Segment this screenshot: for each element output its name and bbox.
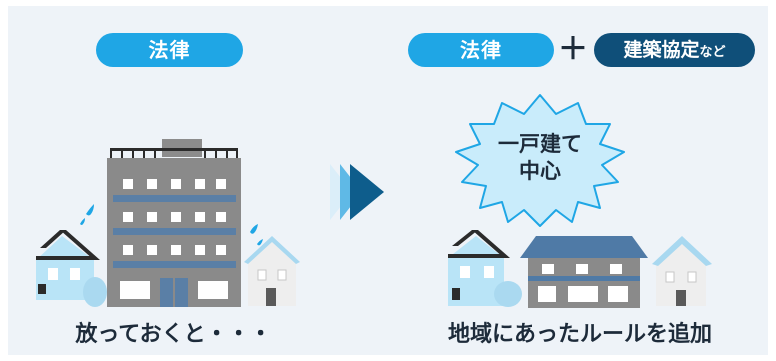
plus-sign: ＋ [558,32,588,67]
building-agreement-label: 建築協定など [594,33,755,67]
left-caption: 放っておくと・・・ [75,322,272,347]
building-agreement-main: 建築協定 [623,39,700,61]
law-label-right: 法律 [408,33,554,67]
right-caption: 地域にあったルールを追加 [447,322,712,347]
burst-text: 一戸建て 中心 [480,131,600,185]
burst-line1: 一戸建て [498,132,582,156]
building-agreement-suffix: など [699,45,726,60]
law-label-left: 法律 [96,33,243,67]
burst-line2: 中心 [519,159,561,183]
